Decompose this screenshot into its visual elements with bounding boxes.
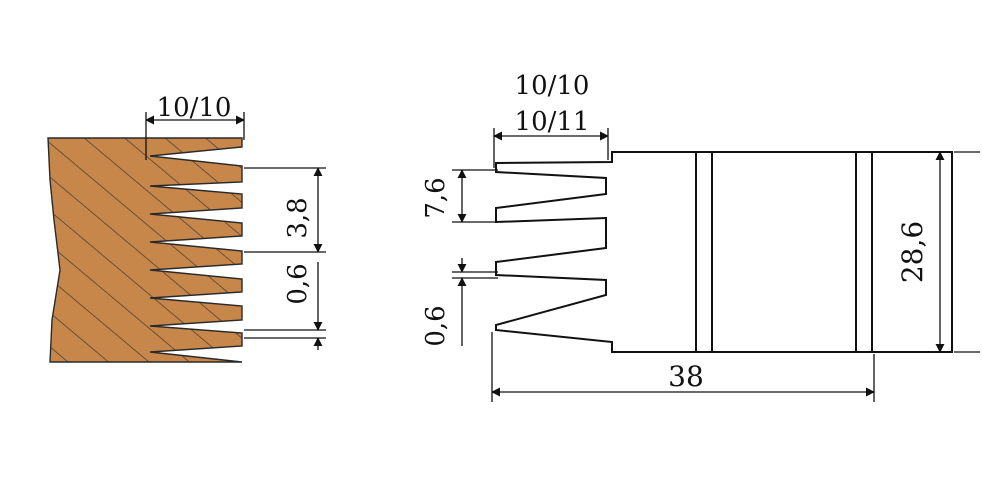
right-dimensions [452, 128, 980, 402]
right-gap-label: 0,6 [421, 305, 451, 346]
right-top-label-1: 10/10 [515, 71, 590, 101]
right-pitch-label: 7,6 [421, 177, 451, 218]
left-top-label: 10/10 [157, 93, 232, 123]
right-cutter-profile [495, 151, 953, 353]
left-dimensions [145, 112, 326, 350]
right-width-label: 38 [668, 360, 704, 393]
right-height-label: 28,6 [896, 221, 929, 283]
left-pitch-label: 3,8 [283, 197, 313, 238]
left-gap-label: 0,6 [283, 263, 313, 304]
cutter-outline [495, 151, 953, 353]
left-wood-profile [47, 137, 243, 363]
right-top-label-2: 10/11 [515, 107, 590, 137]
